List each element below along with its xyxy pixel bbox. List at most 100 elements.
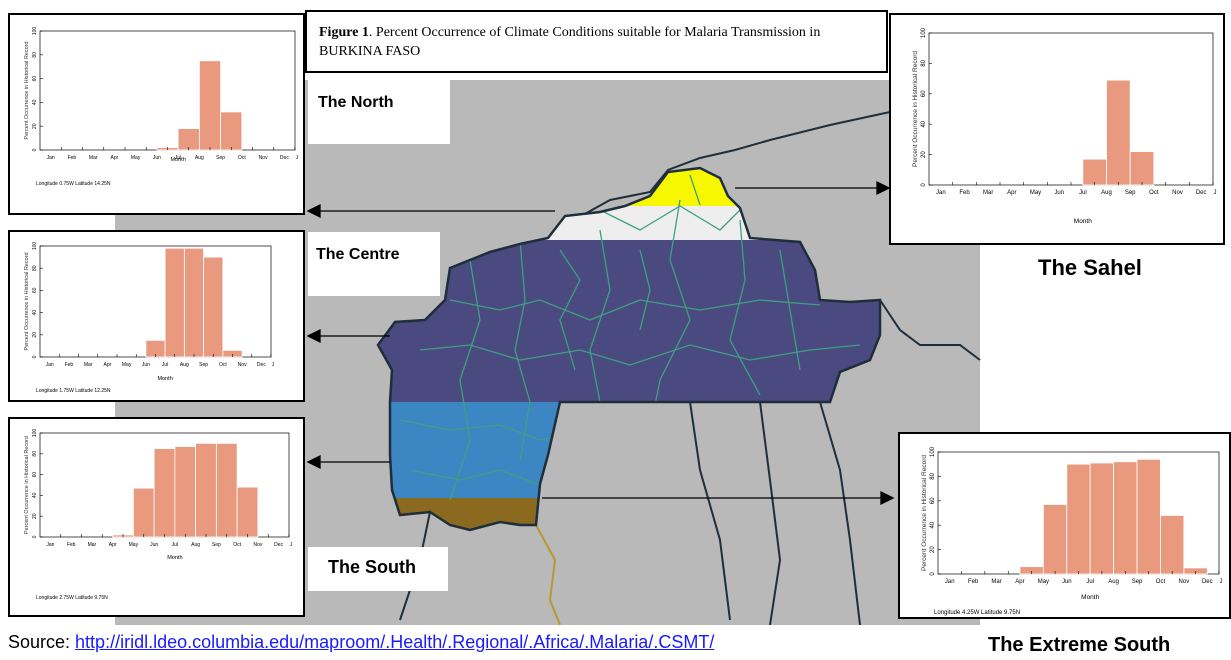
border-line-south-1 [689, 401, 731, 621]
bar-sep [215, 442, 238, 538]
bar-sep [1136, 458, 1161, 575]
bar-jul [164, 247, 185, 358]
x-tick-label: Nov [259, 155, 268, 161]
x-axis-label: Month [157, 376, 172, 382]
bar-jun [153, 448, 176, 538]
y-tick-label: 100 [32, 27, 38, 36]
bar-sep [203, 256, 224, 358]
x-tick-label: Nov [1179, 579, 1190, 585]
y-tick-label: 60 [32, 472, 38, 478]
x-tick-label: Nov [1172, 190, 1183, 196]
x-tick-label: Jul [162, 362, 168, 368]
y-tick-label: 0 [32, 355, 38, 358]
x-tick-label: Feb [959, 190, 970, 196]
figure-caption: Figure 1. Percent Occurrence of Climate … [305, 10, 888, 73]
bar-jul [1082, 158, 1107, 186]
chart-footer: Longitude 1.75W Latitude 12.25N [36, 388, 111, 394]
y-tick-label: 20 [930, 546, 936, 553]
source-link[interactable]: http://iridl.ldeo.columbia.edu/maproom/.… [75, 632, 715, 652]
source-prefix: Source: [8, 632, 76, 652]
x-tick-label: Sep [1132, 579, 1143, 585]
y-tick-label: 100 [930, 446, 936, 457]
x-tick-label: Apr [109, 542, 117, 548]
border-line-sw [535, 524, 561, 626]
region-label-centre-text: The Centre [316, 246, 400, 263]
y-tick-label: 60 [921, 90, 927, 97]
x-tick-label: Oct [1149, 190, 1159, 196]
plot-frame [39, 30, 296, 151]
bar-sep [1129, 151, 1155, 186]
x-tick-label: Apr [103, 362, 111, 368]
x-tick-label: Jun [142, 362, 150, 368]
x-tick-label: Feb [68, 155, 77, 161]
x-tick-label: Jul [172, 542, 178, 548]
region-label-sahel: The Sahel [980, 255, 1180, 285]
y-tick-label: 0 [32, 535, 38, 538]
x-tick-label: Aug [1108, 579, 1119, 585]
x-tick-label: Mar [991, 579, 1001, 585]
arrow-north-head [306, 203, 321, 219]
region-label-centre: The Centre [308, 232, 440, 296]
y-tick-label: 100 [32, 242, 38, 251]
y-tick-label: 40 [32, 492, 38, 498]
y-tick-label: 80 [930, 472, 936, 479]
x-tick-label: Sep [1125, 190, 1136, 196]
figure-label: Figure 1 [319, 25, 369, 40]
x-tick-label: Oct [233, 542, 241, 548]
border-line-east [879, 299, 981, 361]
plot-frame [928, 32, 1214, 186]
y-axis-label: Percent Occurrence in Historical Record [24, 252, 30, 350]
x-tick-label: Sep [216, 155, 225, 161]
x-axis-label: Month [1074, 218, 1092, 225]
arrows [306, 180, 895, 506]
x-tick-label: J [1220, 579, 1223, 585]
x-tick-label: Dec [257, 362, 266, 368]
y-axis-label: Percent Occurrence in Historical Record [921, 455, 928, 571]
x-tick-label: Dec [280, 155, 289, 161]
region-label-extreme-south-text: The Extreme South [988, 634, 1171, 656]
x-tick-label: Oct [219, 362, 227, 368]
x-tick-label: Feb [67, 542, 76, 548]
x-tick-label: May [1038, 579, 1049, 585]
x-tick-label: Nov [238, 362, 247, 368]
bar-oct [1160, 515, 1185, 575]
x-tick-label: May [129, 542, 139, 548]
y-tick-label: 0 [921, 183, 927, 187]
x-tick-label: Jul [175, 155, 181, 161]
figure-caption-text: . Percent Occurrence of Climate Conditio… [319, 25, 821, 59]
region-label-extreme-south: The Extreme South [988, 634, 1170, 657]
x-tick-label: Jan [47, 155, 55, 161]
chart-footer: Longitude 2.75W Latitude 9.75N [36, 595, 108, 601]
y-tick-label: 40 [921, 120, 927, 127]
x-tick-label: Apr [1007, 190, 1016, 196]
x-tick-label: May [131, 155, 141, 161]
x-tick-label: Feb [968, 579, 979, 585]
x-tick-label: Sep [199, 362, 208, 368]
band-sahel [380, 168, 880, 206]
y-axis-label: Percent Occurrence in Historical Record [24, 41, 30, 139]
region-label-north-text: The North [318, 94, 394, 111]
bar-aug [198, 60, 222, 151]
bar-aug [1113, 461, 1138, 575]
y-tick-label: 100 [921, 27, 927, 38]
source-line: Source: http://iridl.ldeo.columbia.edu/m… [8, 632, 714, 653]
y-tick-label: 20 [32, 332, 38, 338]
x-tick-label: Apr [1015, 579, 1024, 585]
x-tick-label: J [272, 362, 275, 368]
y-tick-label: 80 [32, 52, 38, 58]
arrow-south-head [306, 454, 321, 470]
bar-aug [195, 442, 217, 538]
x-tick-label: May [122, 362, 132, 368]
x-tick-label: Jul [1079, 190, 1087, 196]
band-south [380, 402, 880, 498]
region-label-south-text: The South [328, 557, 416, 577]
x-tick-label: J [1214, 190, 1217, 196]
bar-jul [1089, 462, 1115, 575]
x-axis-label: Month [167, 555, 182, 561]
